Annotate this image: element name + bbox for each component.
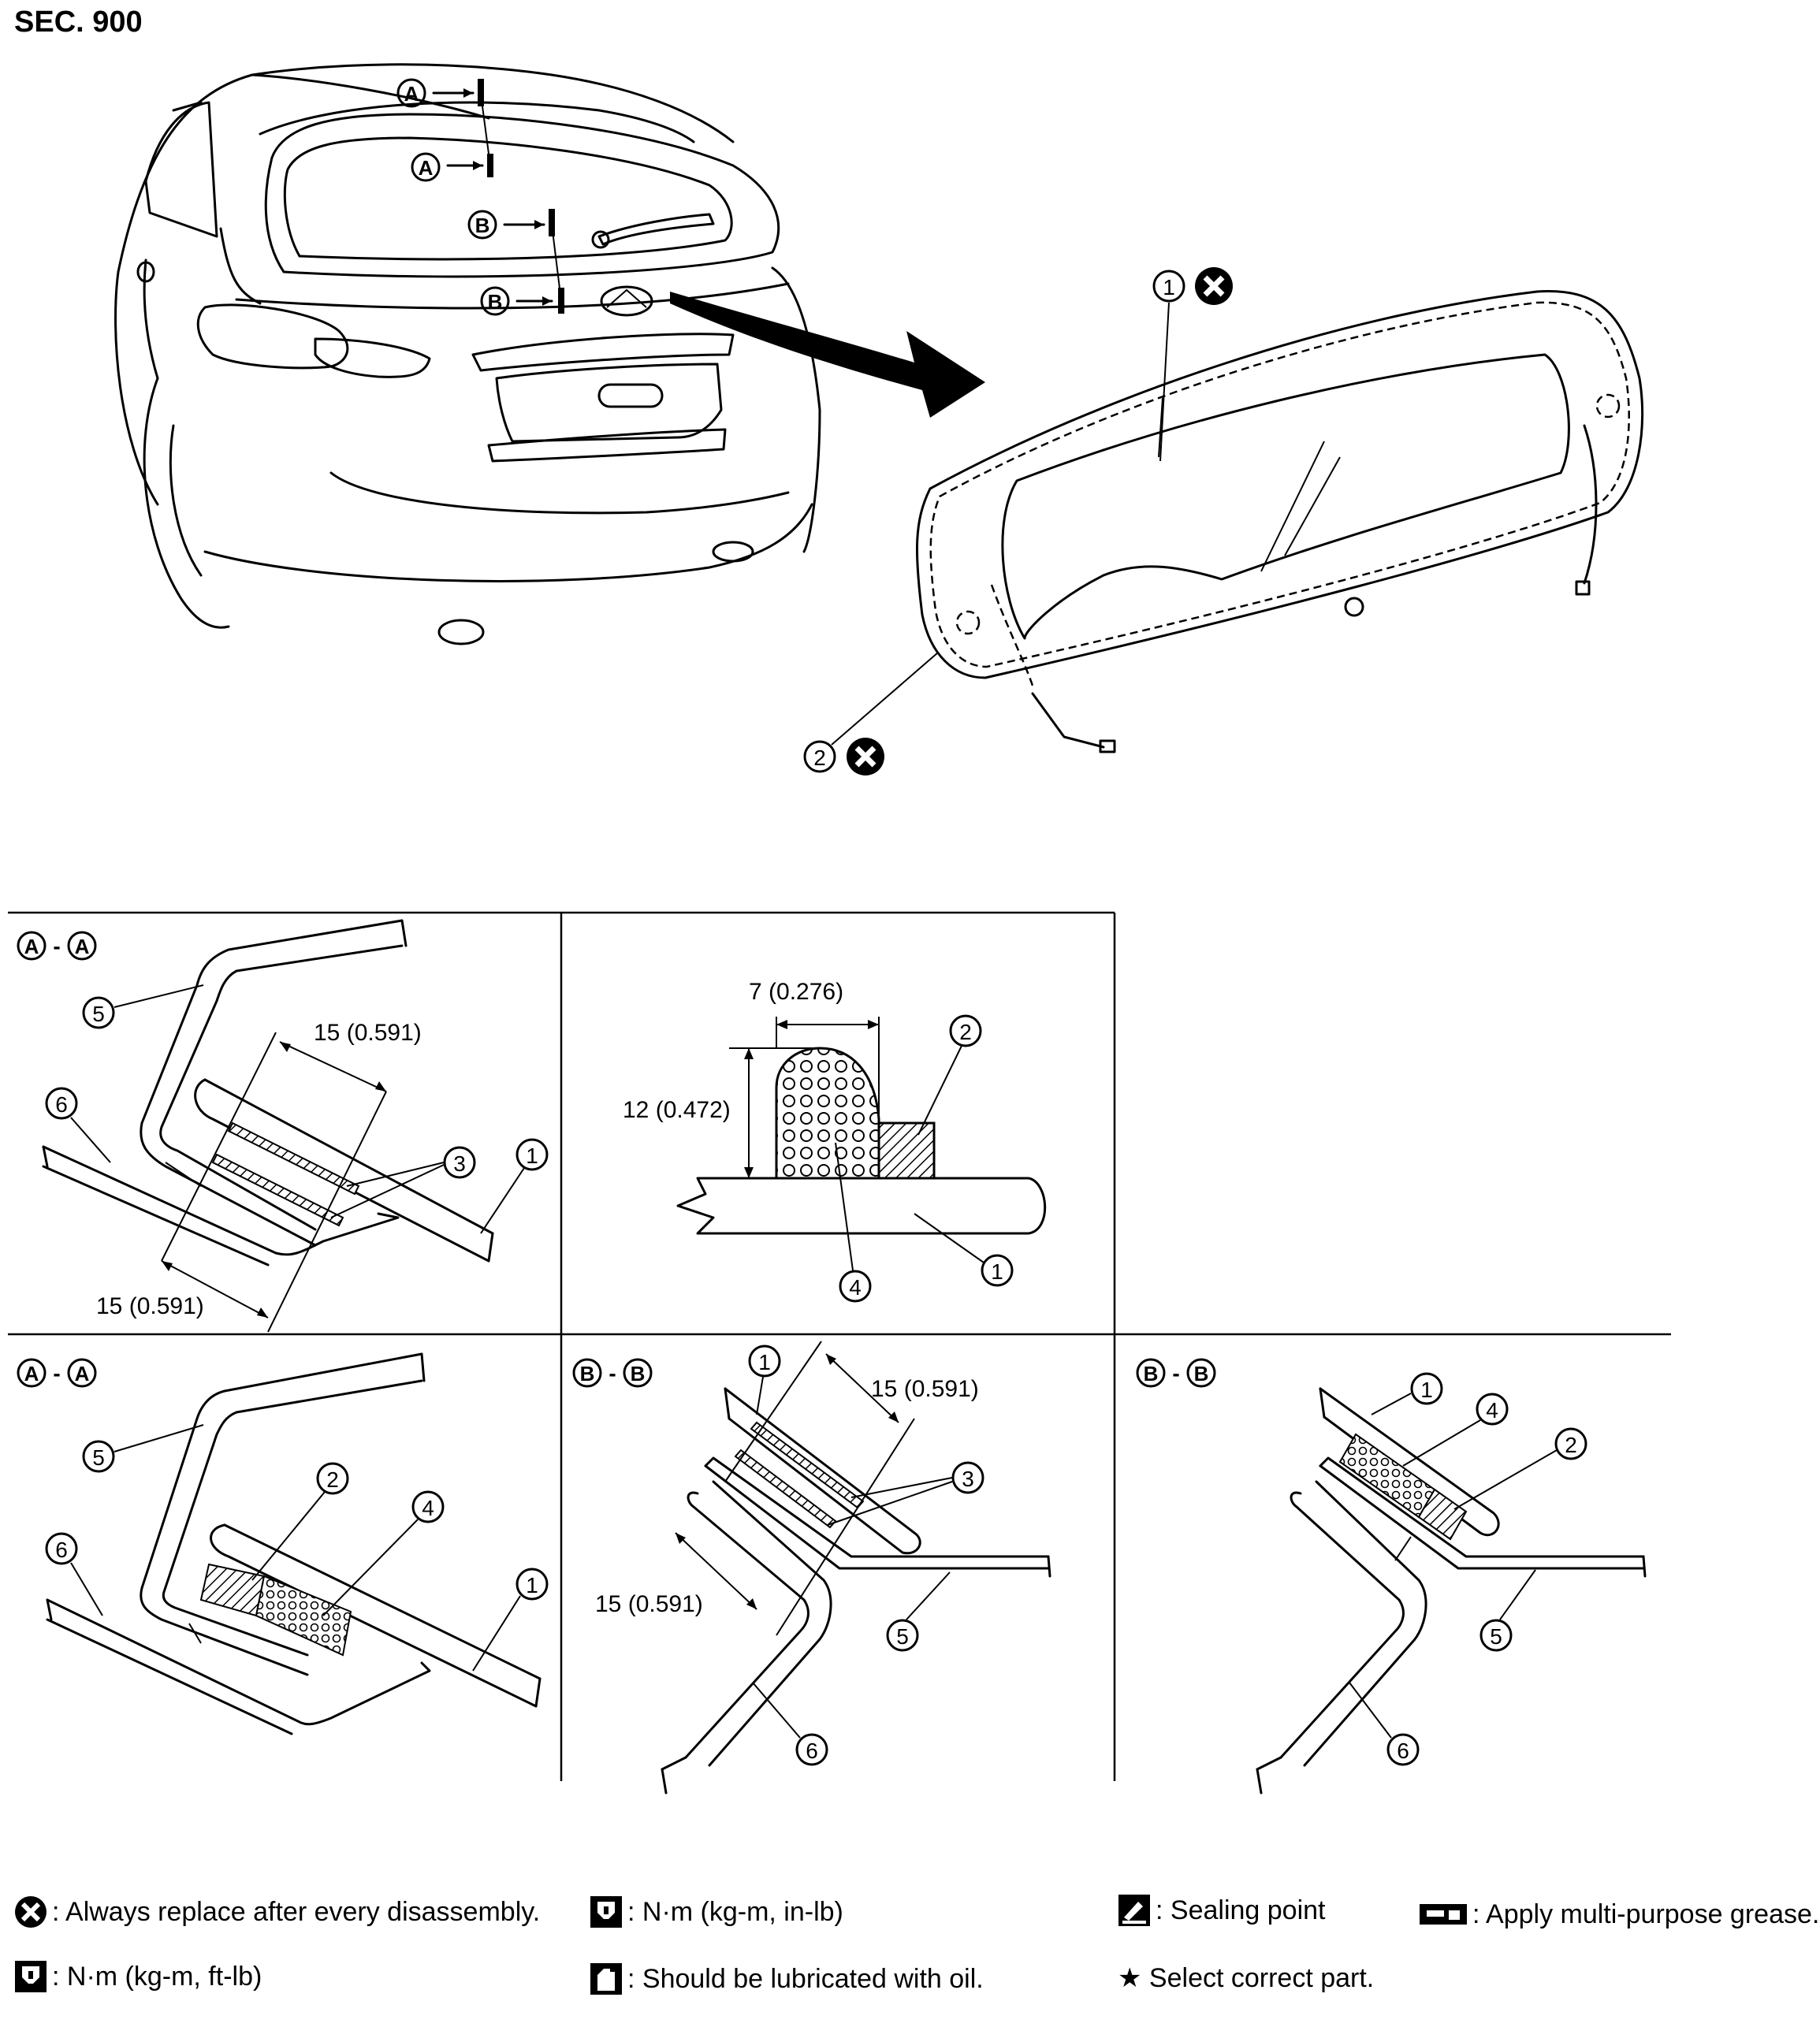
legend-replace: : Always replace after every disassembly… bbox=[14, 1895, 540, 1928]
svg-text:B: B bbox=[1194, 1362, 1209, 1385]
svg-text:6: 6 bbox=[806, 1739, 818, 1763]
legend-select-part: ★ Select correct part. bbox=[1118, 1962, 1374, 1994]
svg-text:1: 1 bbox=[1420, 1378, 1433, 1402]
svg-text:6: 6 bbox=[1397, 1739, 1409, 1763]
svg-text:15 (0.591): 15 (0.591) bbox=[314, 1020, 422, 1046]
section-marker-a-lower: A bbox=[411, 152, 493, 182]
svg-text:1: 1 bbox=[991, 1259, 1003, 1284]
panel-title: A - A bbox=[17, 931, 97, 961]
section-marker-b-upper: B bbox=[467, 209, 555, 240]
svg-text:5: 5 bbox=[92, 1002, 105, 1026]
svg-text:A: A bbox=[75, 935, 90, 958]
svg-text:2: 2 bbox=[813, 746, 826, 770]
panel-title: B - B bbox=[572, 1358, 653, 1388]
x-circle-icon bbox=[15, 1896, 47, 1928]
svg-text:1: 1 bbox=[758, 1350, 771, 1374]
grease-icon bbox=[1420, 1904, 1467, 1925]
svg-text:A: A bbox=[24, 935, 39, 958]
legend-text: : Apply multi-purpose grease. bbox=[1472, 1899, 1820, 1929]
legend-text: : N·m (kg-m, in-lb) bbox=[627, 1896, 843, 1927]
svg-text:-: - bbox=[609, 1361, 616, 1385]
svg-text:A: A bbox=[404, 82, 419, 106]
legend-grease: : Apply multi-purpose grease. bbox=[1419, 1898, 1819, 1931]
svg-text:B: B bbox=[1144, 1362, 1159, 1385]
svg-text:-: - bbox=[53, 1361, 60, 1385]
section-marker-b-lower: B bbox=[480, 286, 564, 316]
infiniti-logo-icon bbox=[600, 285, 653, 317]
pointer-arrow bbox=[670, 292, 985, 418]
svg-text:2: 2 bbox=[326, 1467, 339, 1492]
dam-rubber bbox=[877, 1121, 936, 1180]
x-circle-icon bbox=[1195, 267, 1233, 305]
svg-text:5: 5 bbox=[92, 1445, 105, 1470]
legend-text: : Always replace after every disassembly… bbox=[52, 1896, 541, 1927]
legend-torque-in-lb: : N·m (kg-m, in-lb) bbox=[590, 1895, 843, 1928]
legend-torque-ft-lb: : N·m (kg-m, ft-lb) bbox=[14, 1960, 262, 1993]
svg-text:3: 3 bbox=[453, 1151, 466, 1176]
svg-text:2: 2 bbox=[959, 1020, 972, 1044]
torque-wrench-icon bbox=[15, 1961, 47, 1992]
section-line-b bbox=[551, 224, 562, 302]
svg-text:A: A bbox=[419, 156, 434, 180]
torque-wrench-icon bbox=[590, 1896, 622, 1928]
callout-seal: 2 bbox=[803, 652, 939, 775]
legend-text: : N·m (kg-m, ft-lb) bbox=[52, 1961, 262, 1992]
svg-text:15 (0.591): 15 (0.591) bbox=[871, 1376, 979, 1402]
svg-text:B: B bbox=[631, 1362, 646, 1385]
legend-oil: : Should be lubricated with oil. bbox=[590, 1962, 984, 1995]
urethane-bead bbox=[775, 1047, 880, 1180]
panel-a-a-upper: A - A 15 (0.591) 15 (0.591) 5 bbox=[17, 919, 549, 1333]
vehicle-rear-illustration bbox=[114, 63, 821, 645]
section-panels-grid bbox=[8, 911, 1671, 1781]
panel-b-b-left: B - B 15 (0.591) 15 (0.591) 1 3 5 6 bbox=[572, 1341, 1051, 1795]
svg-text:5: 5 bbox=[1490, 1624, 1502, 1649]
callout-glass: 1 bbox=[1152, 267, 1233, 462]
svg-text:1: 1 bbox=[526, 1144, 538, 1168]
svg-text:B: B bbox=[580, 1362, 595, 1385]
legend-sealing-point: : Sealing point bbox=[1118, 1894, 1326, 1927]
panel-title: A - A bbox=[17, 1358, 97, 1388]
svg-text:5: 5 bbox=[896, 1624, 909, 1649]
panel-a-a-lower: A - A 5 6 2 4 1 bbox=[17, 1352, 549, 1735]
svg-text:15 (0.591): 15 (0.591) bbox=[96, 1293, 204, 1319]
svg-text:4: 4 bbox=[422, 1496, 434, 1520]
section-line-a bbox=[480, 94, 491, 166]
back-door-glass bbox=[915, 290, 1644, 753]
svg-text:B: B bbox=[475, 214, 490, 237]
svg-text:A: A bbox=[75, 1362, 90, 1385]
section-marker-a-upper: A bbox=[396, 78, 484, 108]
legend-text: : Sealing point bbox=[1156, 1895, 1326, 1925]
svg-text:4: 4 bbox=[849, 1275, 862, 1300]
x-circle-icon bbox=[847, 738, 884, 775]
svg-text:7 (0.276): 7 (0.276) bbox=[749, 979, 843, 1005]
panel-b-b-right: B - B 1 4 2 5 6 bbox=[1136, 1358, 1647, 1795]
panel-bead-dimensions: 7 (0.276) 12 (0.472) 2 4 1 bbox=[623, 979, 1047, 1303]
svg-text:12 (0.472): 12 (0.472) bbox=[623, 1097, 731, 1123]
svg-text:4: 4 bbox=[1486, 1398, 1498, 1423]
svg-text:B: B bbox=[488, 290, 503, 314]
svg-text:6: 6 bbox=[55, 1092, 68, 1117]
svg-text:3: 3 bbox=[962, 1467, 974, 1491]
svg-text:1: 1 bbox=[1163, 275, 1175, 299]
panel-title: B - B bbox=[1136, 1358, 1216, 1388]
legend-text: : Should be lubricated with oil. bbox=[627, 1963, 984, 1994]
svg-text:2: 2 bbox=[1565, 1433, 1577, 1457]
legend-text: ★ Select correct part. bbox=[1118, 1963, 1375, 1993]
svg-text:-: - bbox=[1172, 1361, 1179, 1385]
sealing-point-icon bbox=[1118, 1895, 1150, 1926]
svg-text:-: - bbox=[53, 934, 60, 958]
oil-can-icon bbox=[590, 1963, 622, 1995]
svg-text:1: 1 bbox=[526, 1573, 538, 1597]
svg-text:6: 6 bbox=[55, 1538, 68, 1562]
svg-text:A: A bbox=[24, 1362, 39, 1385]
section-label: SEC. 900 bbox=[14, 6, 143, 39]
svg-text:15 (0.591): 15 (0.591) bbox=[595, 1591, 703, 1617]
